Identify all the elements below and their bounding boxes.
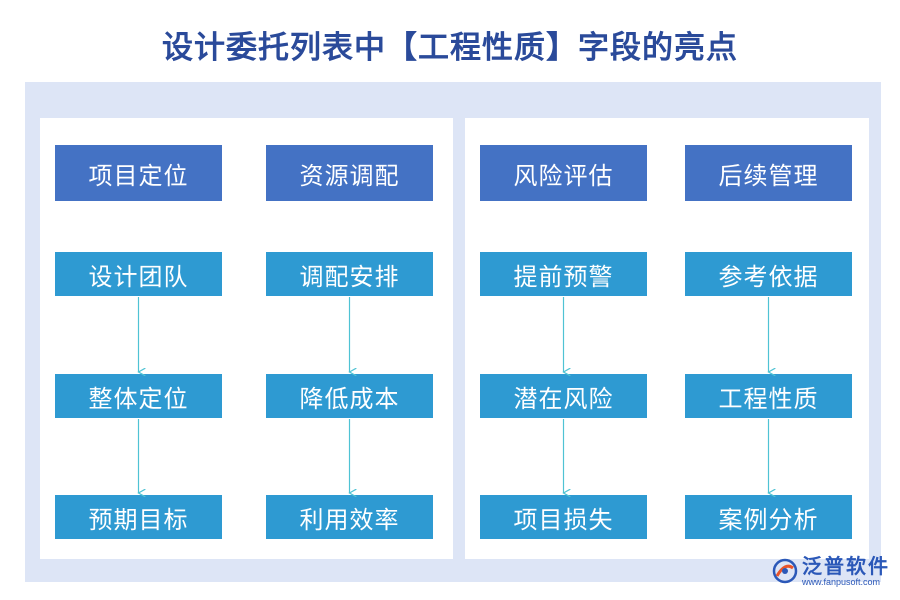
column-header-follow-up-management: 后续管理 bbox=[685, 145, 852, 201]
column-2-item-3: 利用效率 bbox=[266, 495, 433, 539]
column-2-item-2: 降低成本 bbox=[266, 374, 433, 418]
column-header-project-positioning: 项目定位 bbox=[55, 145, 222, 201]
column-3-item-2: 潜在风险 bbox=[480, 374, 647, 418]
logo-url: www.fanpusoft.com bbox=[802, 576, 881, 587]
column-1-item-3: 预期目标 bbox=[55, 495, 222, 539]
column-3-item-1: 提前预警 bbox=[480, 252, 647, 296]
column-4-item-2: 工程性质 bbox=[685, 374, 852, 418]
brand-logo: 泛普软件 www.fanpusoft.com bbox=[772, 555, 890, 587]
diagram-title: 设计委托列表中【工程性质】字段的亮点 bbox=[162, 30, 738, 66]
column-2-item-1: 调配安排 bbox=[266, 252, 433, 296]
column-1-item-2: 整体定位 bbox=[55, 374, 222, 418]
fanpu-logo-icon bbox=[772, 558, 798, 584]
column-1-item-1: 设计团队 bbox=[55, 252, 222, 296]
column-4-item-3: 案例分析 bbox=[685, 495, 852, 539]
column-3-item-3: 项目损失 bbox=[480, 495, 647, 539]
column-header-resource-allocation: 资源调配 bbox=[266, 145, 433, 201]
column-header-risk-assessment: 风险评估 bbox=[480, 145, 647, 201]
column-4-item-1: 参考依据 bbox=[685, 252, 852, 296]
logo-name: 泛普软件 bbox=[802, 553, 890, 578]
